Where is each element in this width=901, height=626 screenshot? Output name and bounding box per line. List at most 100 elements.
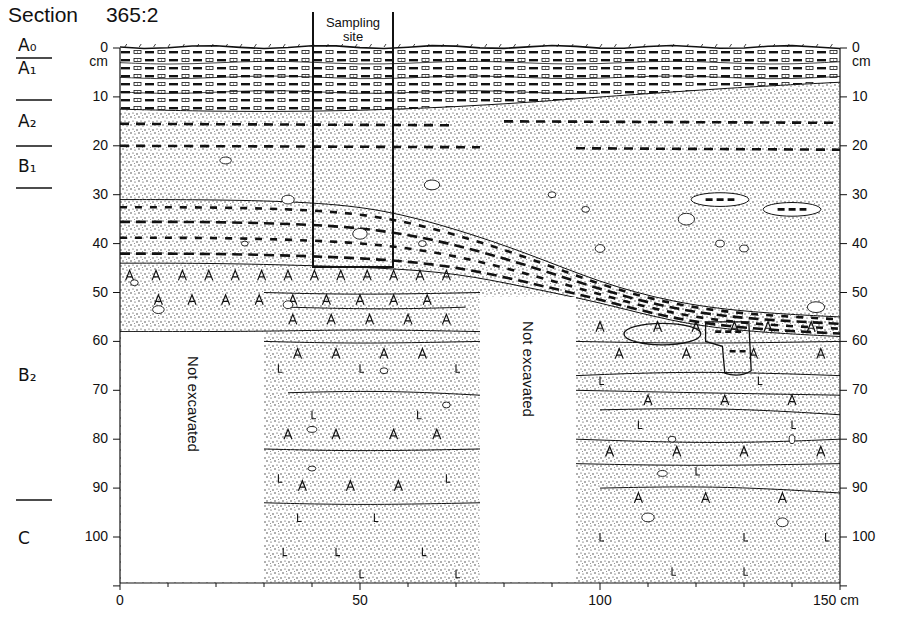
surface-tick bbox=[816, 44, 818, 47]
a-symbol bbox=[764, 322, 772, 332]
depth-tick bbox=[113, 194, 120, 195]
distance-tick bbox=[648, 583, 649, 587]
l-symbol bbox=[446, 474, 450, 482]
horizon-label: A₀ bbox=[18, 36, 36, 55]
humus-ground bbox=[120, 46, 840, 112]
surface-tick bbox=[384, 44, 386, 47]
depth-label: 70 bbox=[92, 383, 108, 398]
humus-streak bbox=[778, 208, 807, 211]
a-symbol bbox=[423, 295, 431, 305]
surface-tick bbox=[326, 44, 328, 47]
distance-tick bbox=[504, 583, 505, 587]
horizon-label: A₂ bbox=[18, 112, 36, 131]
a-symbol bbox=[289, 314, 297, 324]
section-title: Section 365:2 bbox=[8, 3, 158, 26]
distance-label: 150 cm bbox=[813, 593, 859, 608]
sampling-column: Sampling site bbox=[312, 12, 394, 268]
distance-tick bbox=[744, 583, 745, 587]
horizon-label: B₁ bbox=[18, 157, 36, 176]
pebble bbox=[153, 306, 165, 314]
a-symbol bbox=[740, 446, 748, 456]
distance-tick bbox=[600, 583, 601, 590]
l-symbol bbox=[298, 513, 302, 521]
humus-streak bbox=[730, 350, 747, 353]
l-symbol bbox=[792, 421, 796, 429]
horizon-label: A₁ bbox=[18, 59, 36, 78]
sand-lens bbox=[624, 323, 701, 345]
pebble bbox=[282, 195, 294, 204]
humus-pocket bbox=[706, 322, 752, 375]
pebble bbox=[595, 245, 605, 253]
pebble bbox=[740, 245, 749, 252]
surface-tick bbox=[182, 44, 184, 47]
humus-layer bbox=[120, 46, 840, 112]
depth-tick bbox=[840, 390, 847, 391]
humus-streak bbox=[120, 124, 456, 125]
horizon-label: B₂ bbox=[18, 366, 36, 385]
l-symbol bbox=[422, 548, 426, 556]
a-symbol bbox=[337, 270, 345, 280]
distance-tick bbox=[312, 583, 313, 587]
depth-tick bbox=[840, 194, 847, 195]
horizon-separator bbox=[16, 499, 52, 500]
layer-line bbox=[120, 76, 840, 79]
site-label: Sampling site bbox=[314, 12, 392, 45]
a-symbol bbox=[188, 295, 196, 305]
depth-tick bbox=[840, 537, 847, 538]
area-label: Not excavated bbox=[184, 356, 201, 452]
distance-tick bbox=[696, 583, 697, 587]
surface-tick bbox=[139, 44, 141, 47]
distance-tick bbox=[120, 583, 121, 590]
depth-label: 40 bbox=[852, 236, 868, 251]
unexcavated-area: Not excavated bbox=[121, 332, 264, 582]
l-symbol bbox=[696, 467, 700, 475]
surface-tick bbox=[758, 44, 760, 47]
a-symbol bbox=[322, 295, 330, 305]
humus-streak bbox=[576, 148, 840, 149]
pebble bbox=[548, 192, 556, 198]
pebble bbox=[380, 368, 388, 374]
layer-line bbox=[264, 503, 480, 505]
a-symbol bbox=[126, 270, 134, 280]
l-symbol bbox=[312, 411, 316, 419]
a-symbol bbox=[380, 349, 388, 359]
pebble bbox=[220, 157, 232, 164]
a-symbol bbox=[255, 295, 263, 305]
a-symbol bbox=[284, 429, 292, 439]
surface-tick bbox=[125, 44, 127, 47]
a-symbol bbox=[327, 314, 335, 324]
layer-line bbox=[600, 487, 840, 493]
a-symbol bbox=[644, 395, 652, 405]
ground-surface bbox=[120, 46, 840, 49]
depth-label: cm bbox=[852, 54, 871, 69]
pebble bbox=[658, 470, 668, 476]
layer-line bbox=[576, 372, 840, 375]
layer-line bbox=[576, 439, 840, 442]
horizon-separator bbox=[16, 99, 52, 100]
pebble bbox=[642, 513, 654, 522]
surface-tick bbox=[571, 44, 573, 47]
axis-ticks bbox=[113, 48, 847, 590]
l-symbol bbox=[283, 548, 287, 556]
pebble bbox=[777, 518, 789, 527]
surface-tick bbox=[269, 44, 271, 47]
surface-tick bbox=[154, 44, 156, 47]
distance-tick bbox=[360, 583, 361, 590]
surface-tick bbox=[715, 44, 717, 47]
pebble bbox=[789, 435, 795, 444]
pebble bbox=[353, 228, 367, 239]
a-symbol bbox=[788, 395, 796, 405]
a-symbol bbox=[332, 429, 340, 439]
a-symbol bbox=[152, 270, 160, 280]
l-symbol bbox=[600, 533, 604, 541]
surface-tick bbox=[283, 44, 285, 47]
layer-line bbox=[576, 464, 840, 466]
surface-tick bbox=[686, 44, 688, 47]
surface-tick bbox=[427, 44, 429, 47]
a-symbol bbox=[222, 295, 230, 305]
a-symbol bbox=[298, 481, 306, 491]
depth-tick bbox=[840, 292, 847, 293]
frame-line bbox=[839, 48, 840, 583]
depth-label: 100 bbox=[85, 529, 108, 544]
depth-tick bbox=[113, 96, 120, 97]
